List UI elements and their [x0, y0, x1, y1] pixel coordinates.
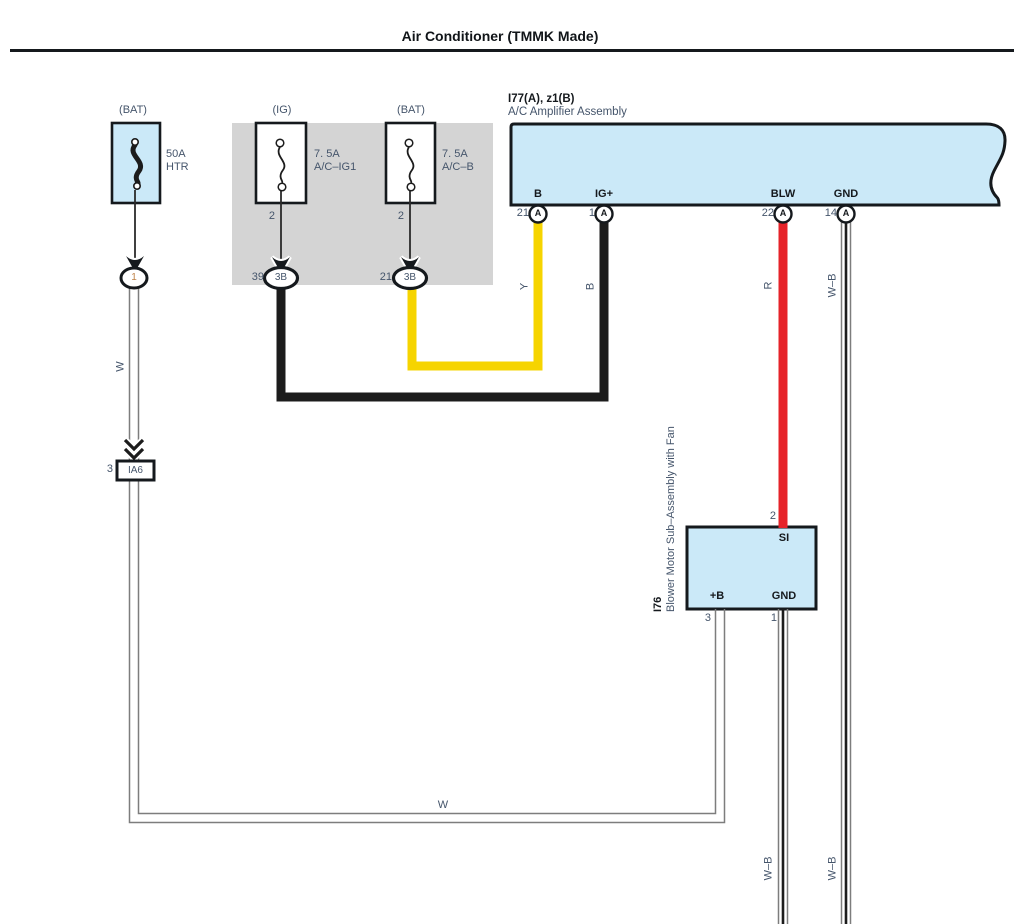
blower-ref-block: I76 Blower Motor Sub–Assembly with Fan	[652, 382, 678, 612]
blower-terminal-plus-b: +B	[709, 590, 725, 602]
amp-pin-blw: 22	[761, 207, 774, 219]
fuse-symbol-ac-ig1	[275, 138, 287, 192]
wire-label-wb-blower: W–B	[762, 856, 775, 881]
amplifier-name: A/C Amplifier Assembly	[508, 106, 627, 118]
amp-conn-a-3: A	[779, 208, 787, 218]
terminal-circle-blw	[773, 204, 793, 224]
connector-oval-3b-left	[262, 265, 300, 291]
source-label-ig: (IG)	[272, 104, 292, 116]
page-title: Air Conditioner (TMMK Made)	[401, 28, 599, 44]
connector-3b-right-row: 21	[379, 271, 392, 283]
ac-amplifier-box	[509, 122, 1007, 207]
chevron-splice-icon	[122, 437, 146, 463]
amp-conn-a-1: A	[534, 208, 542, 218]
wire-label-w-left: W	[114, 361, 127, 372]
amp-pin-ig: 1	[588, 207, 595, 219]
fuse-htr-rating: 50A	[166, 148, 186, 160]
wire-label-w-bottom: W	[437, 799, 449, 811]
amp-terminal-ig: IG+	[594, 188, 614, 200]
arrow-down-ac-ig1	[270, 255, 292, 278]
terminal-circle-gnd	[836, 204, 856, 224]
connector-3b-left-row: 39	[251, 271, 264, 283]
wire-label-wb-right: W–B	[826, 856, 839, 881]
amp-terminal-blw: BLW	[770, 188, 796, 200]
wire-w-inner	[137, 288, 717, 815]
wire-wb-blower-gnd	[777, 609, 789, 924]
fuse-htr-box	[110, 121, 162, 205]
connector-oval1-label: 1	[131, 272, 137, 283]
wire-label-b: B	[584, 282, 597, 291]
terminal-circle-b	[528, 204, 548, 224]
fuse-ac-b-rating: 7. 5A	[442, 148, 468, 160]
junction-ia6-label: IA6	[127, 465, 143, 476]
connector-3b-right-label: 3B	[403, 272, 417, 283]
connector-3b-left-label: 3B	[274, 272, 288, 283]
wire-wb-amplifier-gnd	[840, 222, 852, 924]
arrow-down-ac-b	[399, 255, 421, 278]
fuse-htr-name: HTR	[166, 161, 189, 173]
title-rule	[10, 49, 1014, 52]
junction-ia6-box	[115, 459, 156, 482]
amp-terminal-gnd: GND	[833, 188, 859, 200]
arrow-down-htr	[124, 254, 146, 277]
amp-pin-b: 21	[516, 207, 529, 219]
blower-terminal-gnd: GND	[771, 590, 797, 602]
amp-terminal-b: B	[534, 188, 542, 200]
terminal-circle-ig	[594, 204, 614, 224]
wire-label-wb-top: W–B	[826, 273, 839, 298]
fuse-ac-ig1-pin: 2	[268, 210, 275, 222]
blower-ref: I76	[652, 596, 664, 612]
blower-terminal-si: SI	[778, 532, 790, 544]
blower-motor-box	[685, 525, 818, 611]
amp-conn-a-4: A	[842, 208, 850, 218]
wire-w-outer	[128, 288, 726, 824]
wire-yellow-y	[407, 222, 543, 371]
fuse-symbol-htr	[130, 138, 143, 191]
blower-pin-si: 2	[769, 510, 776, 522]
source-label-bat2: (BAT)	[397, 104, 425, 116]
connector-oval-1	[119, 266, 149, 290]
wire-label-y: Y	[518, 282, 531, 291]
blower-pin-plus-b: 3	[704, 612, 711, 624]
fuse-ac-b-name: A/C–B	[442, 161, 474, 173]
amplifier-ref: I77(A), z1(B)	[508, 93, 575, 105]
fuse-ac-ig1-name: A/C–IG1	[314, 161, 357, 173]
fuse-ac-ig1-rating: 7. 5A	[314, 148, 340, 160]
blower-name: Blower Motor Sub–Assembly with Fan	[665, 426, 677, 612]
source-label-bat1: (BAT)	[119, 104, 147, 116]
blower-pin-gnd: 1	[770, 612, 777, 624]
fuse-symbol-ac-b	[404, 138, 416, 192]
amp-conn-a-2: A	[600, 208, 608, 218]
connector-oval-3b-right	[391, 265, 429, 291]
fuse-ac-b-pin: 2	[397, 210, 404, 222]
junction-ia6-pin: 3	[106, 463, 113, 475]
wire-label-r: R	[762, 281, 775, 290]
amp-pin-gnd: 14	[824, 207, 837, 219]
wire-black-b	[276, 222, 609, 402]
